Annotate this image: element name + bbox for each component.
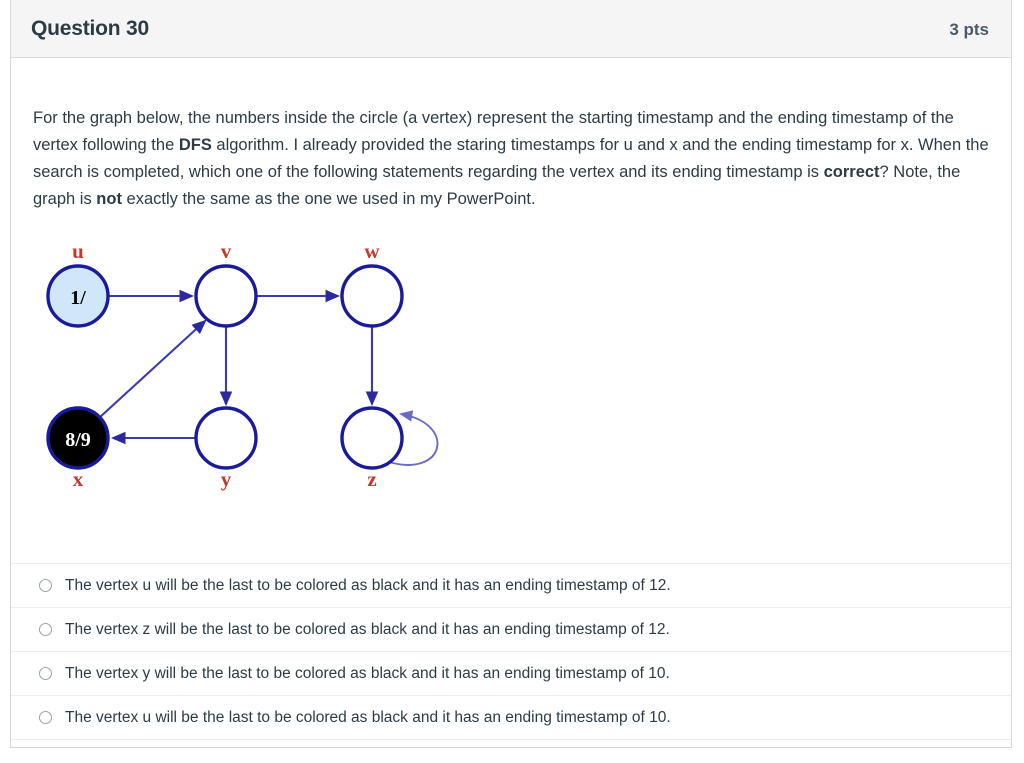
question-prompt: For the graph below, the numbers inside … [33, 105, 995, 213]
node-value-x: 8/9 [65, 429, 91, 451]
radio-button-icon[interactable] [39, 667, 52, 680]
answer-option-label: The vertex u will be the last to be colo… [65, 576, 671, 594]
radio-button-icon[interactable] [39, 711, 52, 724]
node-circle-z [340, 406, 404, 470]
question-text-run: algorithm. I already provided the starin… [33, 136, 989, 181]
node-label-v: v [221, 239, 232, 263]
graph-nodes: 1/ u v w 8/9 [46, 239, 404, 491]
node-circle-x [46, 406, 110, 470]
answer-option-label: The vertex y will be the last to be colo… [65, 664, 670, 682]
graph-node-v: v [194, 239, 258, 328]
node-circle-u [46, 264, 110, 328]
node-label-y: y [221, 467, 232, 491]
answer-option-1[interactable]: The vertex u will be the last to be colo… [11, 563, 1011, 607]
question-card: Question 30 3 pts For the graph below, t… [10, 0, 1012, 748]
node-circle-y [194, 406, 258, 470]
node-label-z: z [367, 467, 376, 491]
graph-node-y: y [194, 406, 258, 491]
node-label-w: w [364, 239, 380, 263]
graph-edges [98, 289, 439, 466]
graph-node-w: w [340, 239, 404, 328]
edge-x-v [98, 319, 207, 419]
radio-button-icon[interactable] [39, 623, 52, 636]
node-circle-v [194, 264, 258, 328]
question-header: Question 30 3 pts [11, 0, 1011, 58]
answer-options-list: The vertex u will be the last to be colo… [11, 563, 1011, 740]
radio-button-icon[interactable] [39, 579, 52, 592]
dfs-graph-figure: 1/ u v w 8/9 [33, 238, 473, 498]
graph-node-x: 8/9 x [46, 406, 110, 491]
page-title: Question 30 [31, 17, 149, 40]
question-body: For the graph below, the numbers inside … [11, 58, 1011, 747]
answer-option-3[interactable]: The vertex y will be the last to be colo… [11, 651, 1011, 695]
answer-option-2[interactable]: The vertex z will be the last to be colo… [11, 607, 1011, 651]
answer-option-label: The vertex z will be the last to be colo… [65, 620, 670, 638]
question-text-run: For the graph below, the numbers inside … [33, 109, 954, 154]
question-emphasis: DFS [178, 136, 212, 154]
edge-z-z-self-loop [388, 410, 439, 466]
node-circle-w [340, 264, 404, 328]
graph-node-z: z [340, 406, 404, 491]
graph-node-u: 1/ u [46, 239, 110, 328]
node-value-u: 1/ [70, 287, 86, 309]
question-text-run: exactly the same as the one we used in m… [121, 190, 536, 208]
question-emphasis: correct [823, 163, 880, 181]
node-label-x: x [73, 467, 84, 491]
question-emphasis: not [96, 190, 122, 208]
answer-option-label: The vertex u will be the last to be colo… [65, 708, 671, 726]
question-text-run: ? Note, the graph is [33, 163, 961, 208]
points-badge: 3 pts [949, 20, 989, 39]
node-label-u: u [72, 239, 84, 263]
answer-option-4[interactable]: The vertex u will be the last to be colo… [11, 695, 1011, 740]
